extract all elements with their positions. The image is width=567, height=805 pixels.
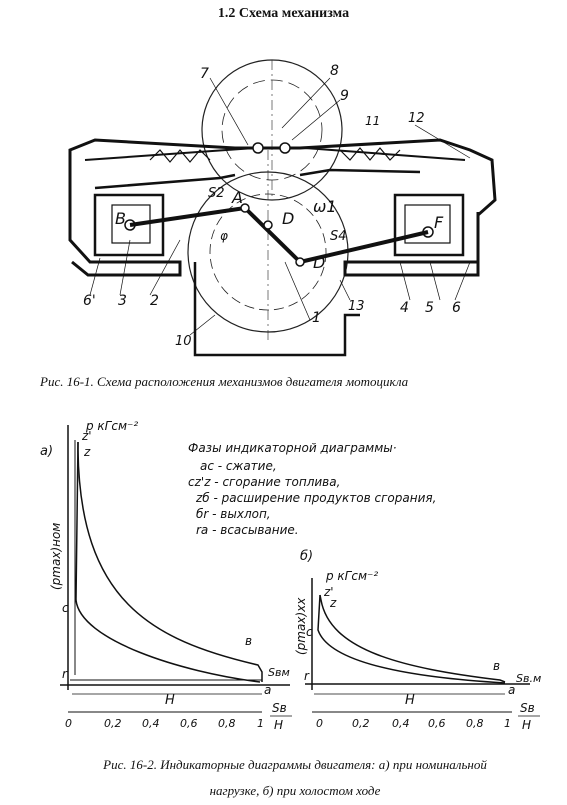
plot-b-xs: Sв <box>520 701 535 715</box>
figure2-caption-line2: нагрузке, б) при холостом ходе <box>209 783 381 798</box>
plot-a-label: а) <box>40 444 53 459</box>
label-3: 3 <box>118 293 127 309</box>
plot-a-c: c <box>62 601 69 615</box>
plot-b-sbm: Sв.м <box>516 672 541 685</box>
plot-a-sbm: Sвм <box>268 666 290 679</box>
legend-item-4: rа - всасывание. <box>196 523 299 537</box>
ticks-b: 0 0,2 0,4 0,6 0,8 1 <box>316 717 511 730</box>
label-11: 11 <box>365 114 380 128</box>
crankcase <box>68 138 497 277</box>
curve-a-expansion <box>77 442 263 682</box>
tick-a-2: 0,4 <box>142 717 160 730</box>
left-spring <box>149 149 211 163</box>
label-9: 9 <box>340 88 349 104</box>
left-rod <box>129 206 246 227</box>
plot-a-yquantity: (pmax)ном <box>49 523 63 590</box>
tick-b-1: 0,2 <box>352 717 370 730</box>
figure1-caption: Рис. 16-1. Схема расположения механизмов… <box>40 374 409 389</box>
tick-a-5: 1 <box>257 717 264 730</box>
tick-b-3: 0,6 <box>428 717 446 730</box>
legend-item-1: cz'z - сгорание топлива, <box>188 475 340 489</box>
right-cylinder <box>393 193 465 257</box>
section-title: 1.2 Схема механизма <box>217 6 350 21</box>
label-omega: ω1 <box>313 197 337 216</box>
label-S2: S2 <box>208 186 225 201</box>
figure2-caption: Рис. 16-2. Индикаторные диаграммы двигат… <box>60 752 530 804</box>
plot-a-b: в <box>245 634 252 648</box>
plot-a-yaxis: p кГсм⁻² <box>85 419 138 433</box>
ticks-a: 0 0,2 0,4 0,6 0,8 1 <box>65 717 264 730</box>
legend-item-3: бr - выхлоп, <box>196 507 271 521</box>
plot-b-yquantity: (pmax)хх <box>294 597 308 655</box>
label-8: 8 <box>330 63 339 79</box>
label-5: 5 <box>425 300 434 316</box>
plot-a-a: a <box>264 683 271 697</box>
label-phi: φ <box>220 229 228 243</box>
tick-a-3: 0,6 <box>180 717 198 730</box>
point-D-top: D <box>282 209 294 228</box>
legend-item-2: zб - расширение продуктов сгорания, <box>195 491 436 505</box>
point-B: B <box>115 209 126 228</box>
crank <box>243 206 302 264</box>
plot-a-xh: H <box>274 718 283 732</box>
legend-item-0: ас - сжатие, <box>200 459 277 473</box>
curve-a-compression <box>75 441 261 683</box>
label-S4: S4 <box>330 229 347 244</box>
plot-b-r: r <box>304 669 310 683</box>
plot-b-a: a <box>508 683 515 697</box>
left-cylinder <box>93 193 165 257</box>
tick-b-0: 0 <box>316 717 323 730</box>
plot-a-r: r <box>62 667 68 681</box>
tick-b-4: 0,8 <box>466 717 484 730</box>
legend-title: Фазы индикаторной диаграммы· <box>188 441 397 455</box>
curve-b-expansion <box>319 594 506 683</box>
label-6: 6 <box>452 300 461 316</box>
plot-b-yaxis: p кГсм⁻² <box>325 569 378 583</box>
point-D-bottom: D <box>313 253 325 272</box>
plot-b-z: z <box>329 596 337 610</box>
label-1: 1 <box>312 310 321 326</box>
plot-b-label: б) <box>300 549 313 564</box>
point-A: A <box>231 188 243 207</box>
label-2: 2 <box>150 293 159 309</box>
label-13: 13 <box>348 299 365 314</box>
plot-a-z: z <box>83 445 91 459</box>
plot-b-c: c <box>306 625 313 639</box>
tick-b-5: 1 <box>504 717 511 730</box>
plot-a-H: H <box>165 693 175 708</box>
figure2-caption-line1: Рис. 16-2. Индикаторные диаграммы двигат… <box>103 757 487 772</box>
label-6-prime: 6' <box>83 293 96 309</box>
label-10: 10 <box>175 334 192 349</box>
plot-b-z-prime: z' <box>323 585 334 599</box>
label-7: 7 <box>200 66 209 82</box>
label-12: 12 <box>408 111 425 126</box>
mechanism-diagram: 7 8 9 11 12 1 2 3 4 5 6 6' 10 13 B A D D… <box>68 59 497 357</box>
tick-a-0: 0 <box>65 717 72 730</box>
right-rod <box>299 230 429 264</box>
tick-b-2: 0,4 <box>392 717 410 730</box>
point-F: F <box>434 213 444 232</box>
label-4: 4 <box>400 300 409 316</box>
plot-a-z-prime: z' <box>81 429 92 443</box>
curve-b-compression <box>317 594 506 684</box>
plot-b-H: H <box>405 693 415 708</box>
plot-a-xs: Sв <box>272 701 287 715</box>
tick-a-1: 0,2 <box>104 717 122 730</box>
right-spring <box>339 147 401 161</box>
indicator-diagrams: 0 0,2 0,4 0,6 0,8 1 а) p кГсм⁻² (pmax)но… <box>40 419 541 732</box>
tick-a-4: 0,8 <box>218 717 236 730</box>
plot-b-b: в <box>493 659 500 673</box>
plot-b-xh: H <box>522 718 531 732</box>
